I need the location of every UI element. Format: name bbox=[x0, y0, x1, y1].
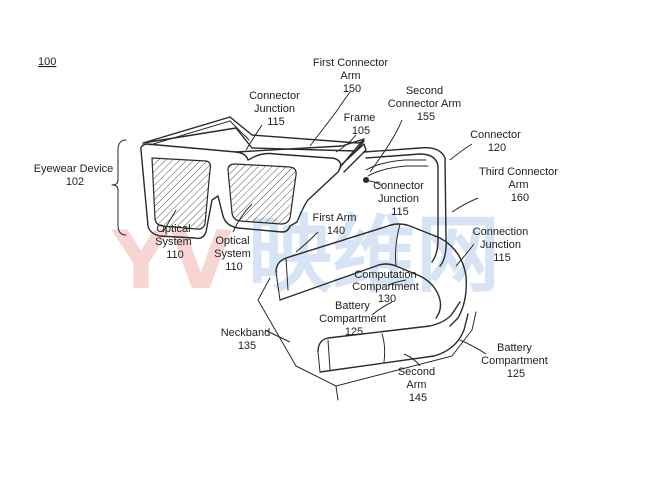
label-battery-compartment-mid: Battery Compartment 125 bbox=[319, 300, 389, 338]
label-third-connector-arm: Third Connector Arm 160 bbox=[479, 166, 561, 204]
label-frame: Frame 105 bbox=[344, 112, 379, 137]
neckband bbox=[257, 223, 477, 401]
optical-system-left-lens bbox=[151, 157, 212, 230]
connector-cables bbox=[363, 147, 447, 267]
label-first-connector-arm: First Connector Arm 150 bbox=[313, 57, 391, 95]
label-neckband: Neckband 135 bbox=[221, 327, 274, 352]
figure-number: 100 bbox=[38, 56, 56, 68]
eyewear-device bbox=[140, 116, 367, 240]
label-battery-compartment-right: Battery Compartment 125 bbox=[481, 342, 551, 380]
label-connector-junction-top: Connector Junction 115 bbox=[249, 90, 303, 128]
label-connection-junction: Connection Junction 115 bbox=[473, 226, 532, 264]
connector-junction-dot bbox=[363, 177, 369, 183]
watermark-logo: YV bbox=[111, 214, 232, 307]
label-optical-system-right: Optical System 110 bbox=[214, 235, 254, 273]
eyewear-bracket bbox=[111, 139, 127, 236]
leader-lines bbox=[162, 91, 487, 367]
optical-system-right-lens bbox=[227, 163, 297, 225]
label-connector: Connector 120 bbox=[470, 129, 524, 154]
label-second-arm: Second Arm 145 bbox=[398, 366, 438, 404]
label-first-arm: First Arm 140 bbox=[312, 212, 359, 237]
label-connector-junction-mid: Connector Junction 115 bbox=[373, 180, 427, 218]
labels: 100 Eyewear Device 102 First Connector A… bbox=[34, 56, 561, 404]
label-optical-system-left: Optical System 110 bbox=[155, 223, 195, 261]
label-computation-compartment: Computation Compartment 130 bbox=[352, 269, 422, 305]
label-eyewear-device: Eyewear Device 102 bbox=[34, 163, 117, 188]
label-second-connector-arm: Second Connector Arm 155 bbox=[388, 85, 464, 123]
